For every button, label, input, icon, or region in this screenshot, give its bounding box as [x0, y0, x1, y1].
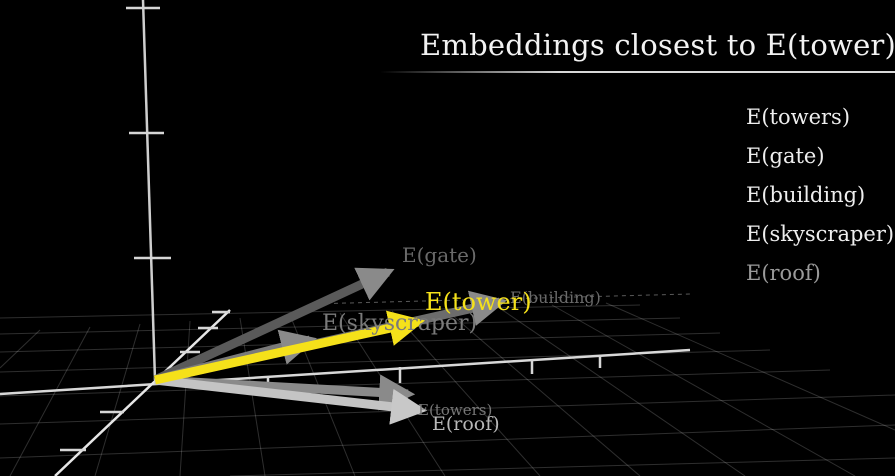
axes — [0, 0, 691, 476]
list-item: E(building) — [746, 183, 866, 207]
horizontal-axis — [0, 348, 691, 396]
depth-axis — [54, 309, 231, 476]
title-divider — [380, 71, 895, 73]
label-roof: E(roof) — [432, 413, 500, 435]
closest-embeddings-list: E(towers) E(gate) E(building) E(skyscrap… — [746, 103, 894, 298]
label-gate: E(gate) — [402, 243, 477, 267]
vector-tower — [154, 310, 426, 385]
axis-ticks — [60, 6, 602, 452]
list-item: E(gate) — [746, 144, 825, 168]
list-item: E(skyscraper) — [746, 222, 895, 246]
vector-roof — [154, 375, 428, 425]
list-item: E(roof) — [746, 261, 821, 285]
label-skyscraper: E(skyscraper) — [322, 311, 477, 336]
panel-title: Embeddings closest to E(tower) — [420, 28, 895, 62]
vector-gate — [153, 267, 395, 385]
label-towers: E(towers) — [418, 401, 492, 419]
list-item: E(towers) — [746, 105, 851, 129]
vertical-axis — [141, 0, 157, 381]
label-building: E(building) — [510, 288, 601, 307]
label-tower: E(tower) — [425, 288, 532, 316]
